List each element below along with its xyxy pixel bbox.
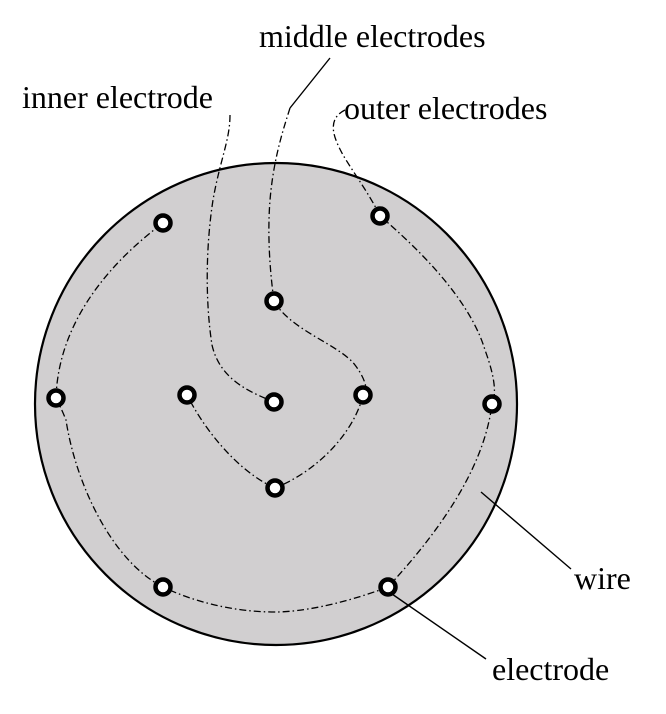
electrode-outer-left <box>46 388 66 408</box>
electrode-outer-right <box>482 394 502 414</box>
wire-inner-electrode <box>206 114 275 403</box>
wire-outer-top <box>332 109 381 217</box>
wire-outer-ring <box>55 215 496 613</box>
leader-electrode <box>391 593 487 660</box>
electrode-outer-top-right <box>370 206 390 226</box>
electrode-inner <box>264 392 284 412</box>
label-outer-electrodes: outer electrodes <box>344 90 547 126</box>
electrode-middle-left <box>177 385 197 405</box>
electrode-middle-right <box>353 385 373 405</box>
leader-wire <box>480 491 572 570</box>
wire-middle-top <box>268 107 291 302</box>
label-electrode: electrode <box>492 651 609 687</box>
electrode-outer-bottom-left <box>153 577 173 597</box>
electrode-outer-bottom-right <box>378 577 398 597</box>
label-inner-electrode: inner electrode <box>22 79 213 115</box>
label-middle-electrodes: middle electrodes <box>259 18 486 54</box>
electrode-outer-top-left <box>153 213 173 233</box>
label-wire: wire <box>574 560 631 596</box>
electrode-middle-top <box>264 291 284 311</box>
electrode-middle-bottom <box>265 478 285 498</box>
leader-middle-electrodes <box>289 57 331 109</box>
